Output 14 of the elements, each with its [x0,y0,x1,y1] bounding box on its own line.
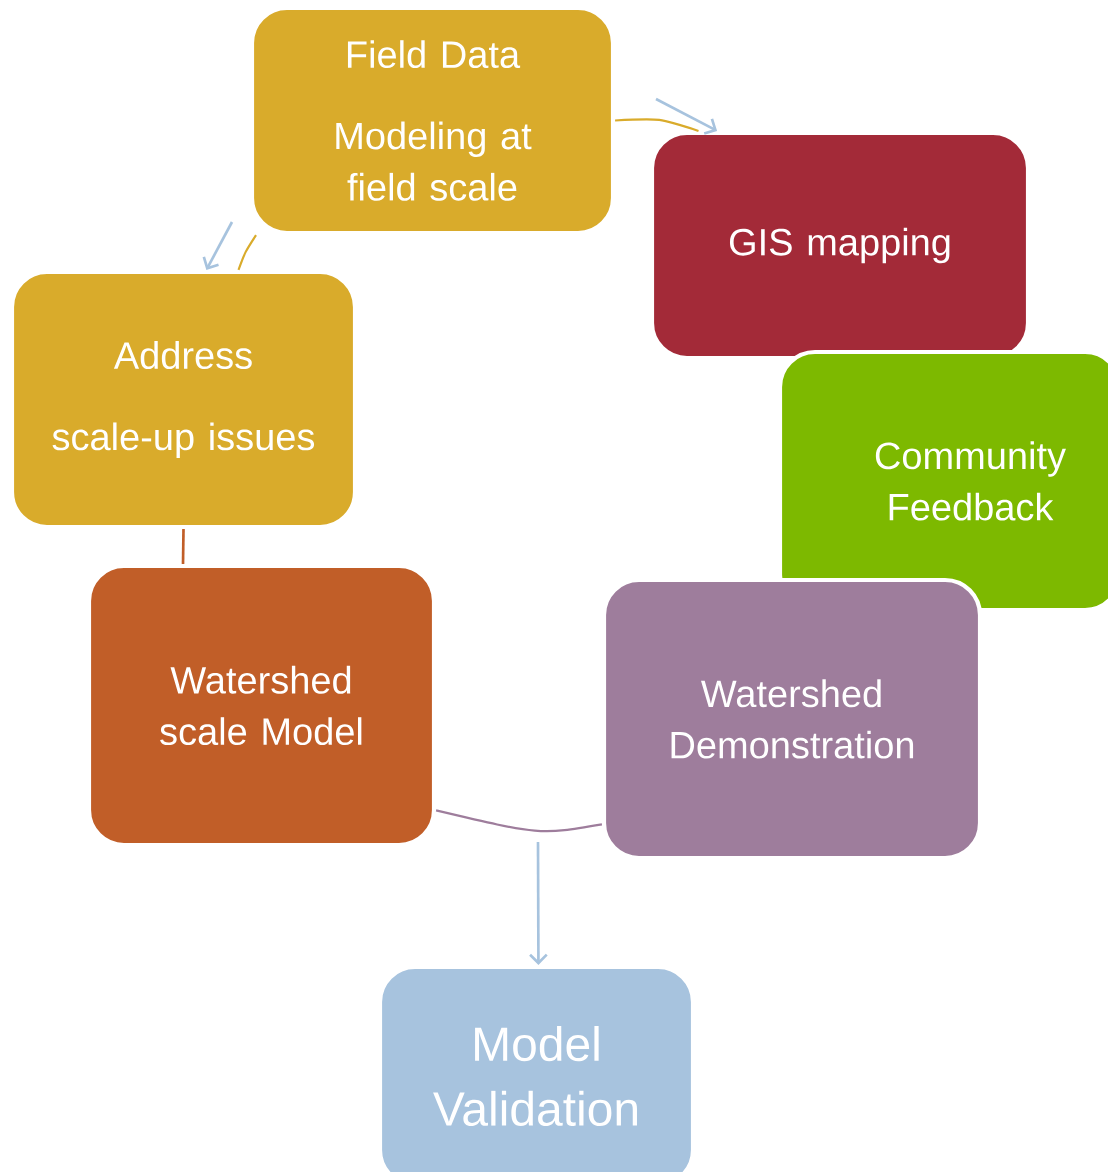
process-box: Field Data Modeling at field scale [249,5,616,236]
connector [202,221,234,270]
process-box: GIS mapping [649,130,1031,361]
process-box: Address scale-up issues [9,269,358,530]
process-box: Model Validation [377,964,696,1172]
connector [615,118,699,132]
process-box: Watershed scale Model [86,563,437,848]
connector [435,809,603,833]
process-box: Watershed Demonstration [601,577,983,861]
connector [655,97,718,135]
connector [237,234,257,271]
connector [529,842,548,965]
process-box: Community Feedback [777,349,1108,613]
connector [181,529,185,564]
